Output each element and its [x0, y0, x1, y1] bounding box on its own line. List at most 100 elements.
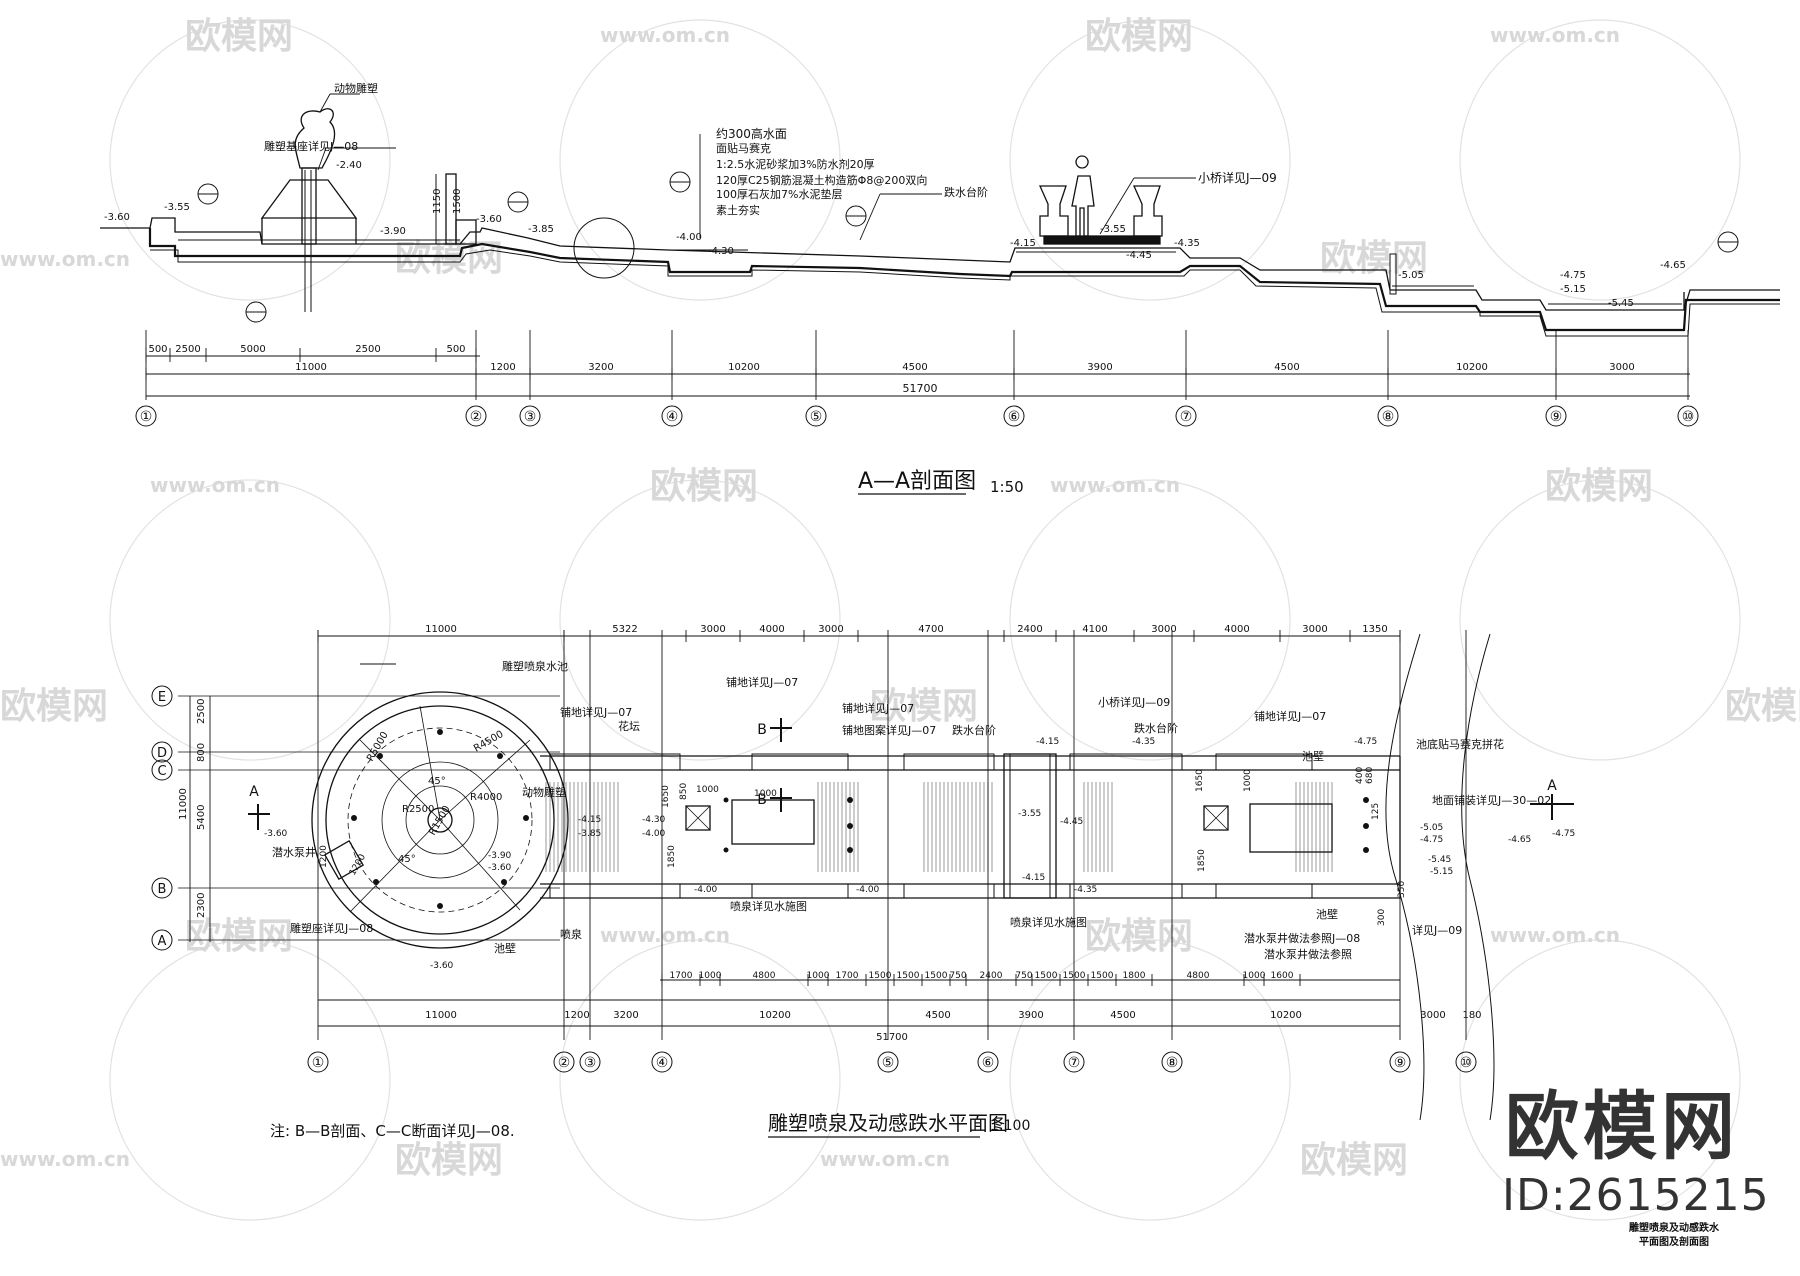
plan-dim-bottom1: 750 — [1015, 971, 1032, 981]
plan-row-circle — [151, 877, 173, 899]
pump-box — [731, 799, 815, 845]
plan-axis-label: ④ — [656, 1055, 669, 1071]
section-level: -5.15 — [1560, 284, 1586, 295]
section-axis-label: ② — [470, 409, 483, 425]
plan-dim-top: 11000 — [425, 624, 457, 635]
plan-dim-bottom1: 2400 — [980, 971, 1003, 981]
fountain-ring — [347, 727, 533, 913]
plan-dim-bottom1: 1500 — [869, 971, 892, 981]
plan-label: 详见J—09 — [1412, 923, 1462, 937]
section-note: 约300高水面 — [716, 126, 787, 141]
plan-label: 池壁 — [1316, 907, 1338, 921]
plan-level: -5.05 — [1420, 823, 1443, 833]
section-axis-label: ④ — [666, 409, 679, 425]
section-axis-circle — [805, 405, 827, 427]
plan-axis-circle — [877, 1051, 899, 1073]
section-mark-b: B — [757, 722, 767, 738]
plan-dim-bottom1: 1500 — [1091, 971, 1114, 981]
sheet-title-line1: 雕塑喷泉及动感跌水 — [1629, 1223, 1719, 1234]
plan-axis-circle — [1161, 1051, 1183, 1073]
plan-dim-bottom2: 180 — [1462, 1010, 1481, 1021]
section-dim-mid: 4500 — [902, 362, 927, 373]
plan-axis-label: ⑤ — [882, 1055, 895, 1071]
plan-axis-label: ⑥ — [982, 1055, 995, 1071]
plan-axis-circle — [1389, 1051, 1411, 1073]
plan-dim-bottom1: 1800 — [1123, 971, 1146, 981]
section-level: -5.05 — [1398, 270, 1424, 281]
wm-site: www.om.cn — [820, 1147, 950, 1171]
wm-brand: 欧模网 — [1085, 16, 1193, 57]
plan-radius: 45° — [398, 854, 416, 865]
plan-level: -4.15 — [1022, 873, 1045, 883]
section-axis-label: ⑦ — [1180, 409, 1193, 425]
plan-level: -5.15 — [1430, 867, 1453, 877]
section-note: 素土夯实 — [716, 203, 760, 217]
plan-axis-circle — [651, 1051, 673, 1073]
detail-circle — [573, 217, 635, 279]
section-axis-circle — [465, 405, 487, 427]
plan-radius: R4000 — [470, 792, 502, 803]
section-note: 雕塑基座详见J—08 — [264, 139, 358, 153]
human-statue — [1071, 155, 1095, 237]
plan-small-dim: 125 — [1371, 803, 1381, 820]
brand-block: 欧模网 ID:2615215 — [1502, 1084, 1770, 1223]
sheet-title-block: 雕塑喷泉及动感跌水 平面图及剖面图 — [1614, 1222, 1734, 1250]
wm-site: www.om.cn — [600, 923, 730, 947]
section-axis-circle — [1677, 405, 1699, 427]
brand-id: ID:2615215 — [1502, 1170, 1770, 1221]
section-level: -3.60 — [104, 212, 130, 223]
plan-dim-bottom1: 4800 — [1187, 971, 1210, 981]
section-ground-line — [100, 217, 1780, 311]
mosaic-panel — [1249, 803, 1333, 853]
section-dim-mid: 10200 — [1456, 362, 1488, 373]
plan-row-label: A — [158, 934, 167, 949]
section-leaders — [317, 93, 1196, 241]
section-scale: 1:50 — [990, 478, 1024, 496]
sheet-title-line2: 平面图及剖面图 — [1639, 1237, 1709, 1248]
wm-site: www.om.cn — [150, 473, 280, 497]
section-note: 动物雕塑 — [334, 81, 378, 95]
section-dim-top: 500 — [446, 344, 465, 355]
plan-dim-bottom1: 750 — [949, 971, 966, 981]
plan-small-dim: 1650 — [1195, 769, 1205, 792]
section-note: 面贴马赛克 — [716, 141, 771, 155]
section-dim-mid: 3900 — [1087, 362, 1112, 373]
pump-well — [685, 805, 711, 831]
section-axis-circle — [1003, 405, 1025, 427]
pool-nozzles — [351, 729, 529, 909]
brand-name: 欧模网 — [1505, 1084, 1739, 1170]
plan-axis-label: ③ — [584, 1055, 597, 1071]
plan-label: 铺地详见J—07 — [842, 701, 914, 715]
plan-axis-label: ⑧ — [1166, 1055, 1179, 1071]
plan-axis-label: ⑦ — [1068, 1055, 1081, 1071]
plan-label: 跌水台阶 — [952, 723, 996, 737]
plan-bridge — [1003, 753, 1057, 899]
plan-dim-bottom2: 10200 — [1270, 1010, 1302, 1021]
wm-brand: 欧模网 — [1085, 916, 1193, 957]
plan-dim-top: 3000 — [700, 624, 725, 635]
section-axis-circle — [135, 405, 157, 427]
plan-small-dim: 1650 — [661, 785, 671, 808]
wm-brand: 欧模网 — [0, 686, 108, 727]
section-level: -2.40 — [336, 160, 362, 171]
fountain-pool-outer — [311, 691, 569, 949]
wm-brand: 欧模网 — [650, 466, 758, 507]
section-mark-b: B — [757, 792, 767, 808]
plan-level: -3.60 — [264, 829, 288, 839]
plan-small-dim: 680 — [1365, 767, 1375, 784]
section-axis-label: ⑨ — [1550, 409, 1563, 425]
plan-axis-circle — [579, 1051, 601, 1073]
plan-dim-bottom2: 3200 — [613, 1010, 638, 1021]
plan-small-dim: 350 — [1397, 881, 1407, 898]
plan-dimensions — [189, 635, 1400, 1027]
section-notes: 动物雕塑雕塑基座详见J—081:2.5水泥砂浆加3%防水剂20厚120厚C25钢… — [104, 81, 1686, 309]
section-note: 1:2.5水泥砂浆加3%防水剂20厚 — [716, 157, 875, 171]
vase-statue — [1132, 185, 1163, 237]
plan-row-circle — [151, 929, 173, 951]
plan-dim-top: 4000 — [759, 624, 784, 635]
plan-dim-bottom1: 1500 — [1035, 971, 1058, 981]
wm-site: www.om.cn — [600, 23, 730, 47]
